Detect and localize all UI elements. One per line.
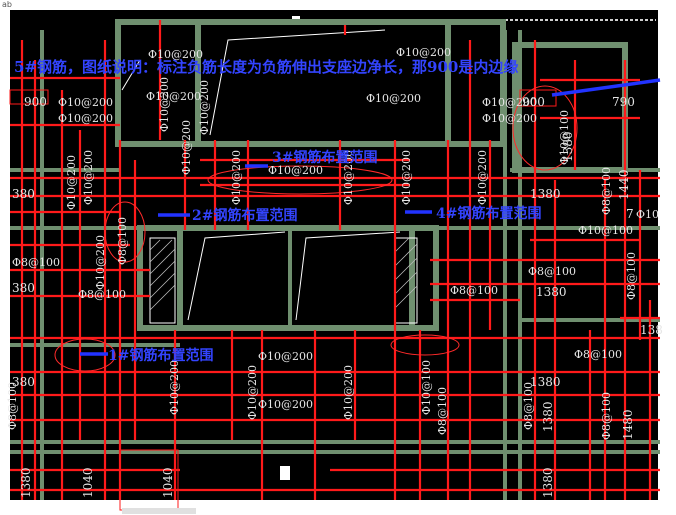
rebar-label: Φ10@200 [246,365,259,420]
rebar-label: Φ8@100 [600,392,613,440]
rebar-label: Φ10@200 [400,150,413,205]
rebar-label: Φ8@100 [116,217,129,265]
rebar-label: Φ10@200 [342,150,355,205]
dimension-label: 7 [626,207,634,221]
range-label-3: 3#钢筋布置范围 [272,149,377,166]
rebar-label: Φ10@200 [65,155,78,210]
rebar-label: Φ10@200 [482,96,537,109]
dimension-label: 1380 [561,131,575,162]
dimension-label: 1040 [81,467,95,498]
dimension-label: 380 [12,375,35,389]
range-label-4: 4#钢筋布置范围 [436,205,541,222]
rebar-label: Φ8@100 [522,382,535,430]
openings [121,29,418,324]
hatch [149,237,418,311]
dimension-label: 1380 [536,285,567,299]
rebar-label: Φ10@200 [158,77,171,132]
rebar-label: Φ10@200 [168,360,181,415]
range-ellipses [54,85,578,372]
column-marker [280,466,290,480]
annotation-group: 5#钢筋，图纸说明：标注负筋长度为负筋伸出支座边净长，那900是内边缘 3#钢筋… [14,58,541,364]
rebar-label: Φ8@100 [625,252,638,300]
rebar-label: Φ10@200 [230,150,243,205]
rebar-label: Φ10@100 [558,110,571,165]
dimension-label: 380 [12,187,35,201]
rebar-label: Φ8@100 [574,348,622,361]
rebar-label: Φ8@100 [12,256,60,269]
rebar-label: Φ10@200 [482,112,537,125]
window-caption: ab [2,0,12,9]
rebar-label: Φ10 [636,208,659,221]
dimension-label: 1380 [541,467,555,498]
rebar-label: Φ10@200 [58,96,113,109]
range-label-2: 2#钢筋布置范围 [192,207,297,224]
range-label-1: 1#钢筋布置范围 [108,347,213,364]
rebar-label: Φ10@200 [366,92,421,105]
dimension-label: 1480 [621,409,635,440]
rebar-label: Φ10@200 [146,90,201,103]
drawing-area[interactable] [10,10,658,500]
dimension-label: 380 [12,281,35,295]
rebar-label: Φ10@200 [258,398,313,411]
rebar-label: Φ10@200 [476,150,489,205]
rebar-label: Φ8@100 [6,382,19,430]
rebar-label: Φ8@100 [600,167,613,215]
scroll-thumb[interactable] [122,508,196,514]
beam-lines [10,30,660,500]
rebar-label: Φ8@100 [528,265,576,278]
dimension-label: 1380 [530,187,561,201]
dimension-label-group: 900 900 790 1380 1440 380 380 1380 380 1… [12,95,663,498]
rebar-label: Φ10@100 [420,360,433,415]
dimension-label: 1440 [617,169,631,200]
rebar-label: Φ10@200 [268,164,323,177]
rebar-label: Φ8@100 [78,288,126,301]
rebar-label: Φ8@100 [436,387,449,435]
rebar-label: Φ8@100 [450,284,498,297]
rebar-label: Φ10@200 [258,350,313,363]
dimension-label: 900 [24,95,47,109]
rebar-label: Φ10@200 [82,150,95,205]
dimension-label: 138 [640,323,663,337]
dimension-label: 790 [612,95,635,109]
rebar-lines [10,20,660,500]
dimension-label: 1380 [541,401,555,432]
rebar-label: Φ10@100 [578,224,633,237]
rebar-label: Φ10@200 [342,365,355,420]
rebar-label: Φ10@200 [148,48,203,61]
dimension-label: 1040 [161,467,175,498]
rebar-label: Φ10@200 [58,112,113,125]
dimension-label: 1380 [19,467,33,498]
dimension-label: 900 [522,95,545,109]
rebar-label: Φ10@200 [198,80,211,135]
rebar-label: Φ10@200 [180,120,193,175]
dimension-label: 1380 [530,375,561,389]
rebar-label: Φ10@200 [396,46,451,59]
note-text: 5#钢筋，图纸说明：标注负筋长度为负筋伸出支座边净长，那900是内边缘 [14,58,518,76]
rebar-label: Φ10@200 [94,235,107,290]
range-pointers [80,78,661,356]
rebar-label-group: Φ10@200 Φ10@200 Φ10@200 Φ10@200 Φ10@200 … [6,46,659,440]
